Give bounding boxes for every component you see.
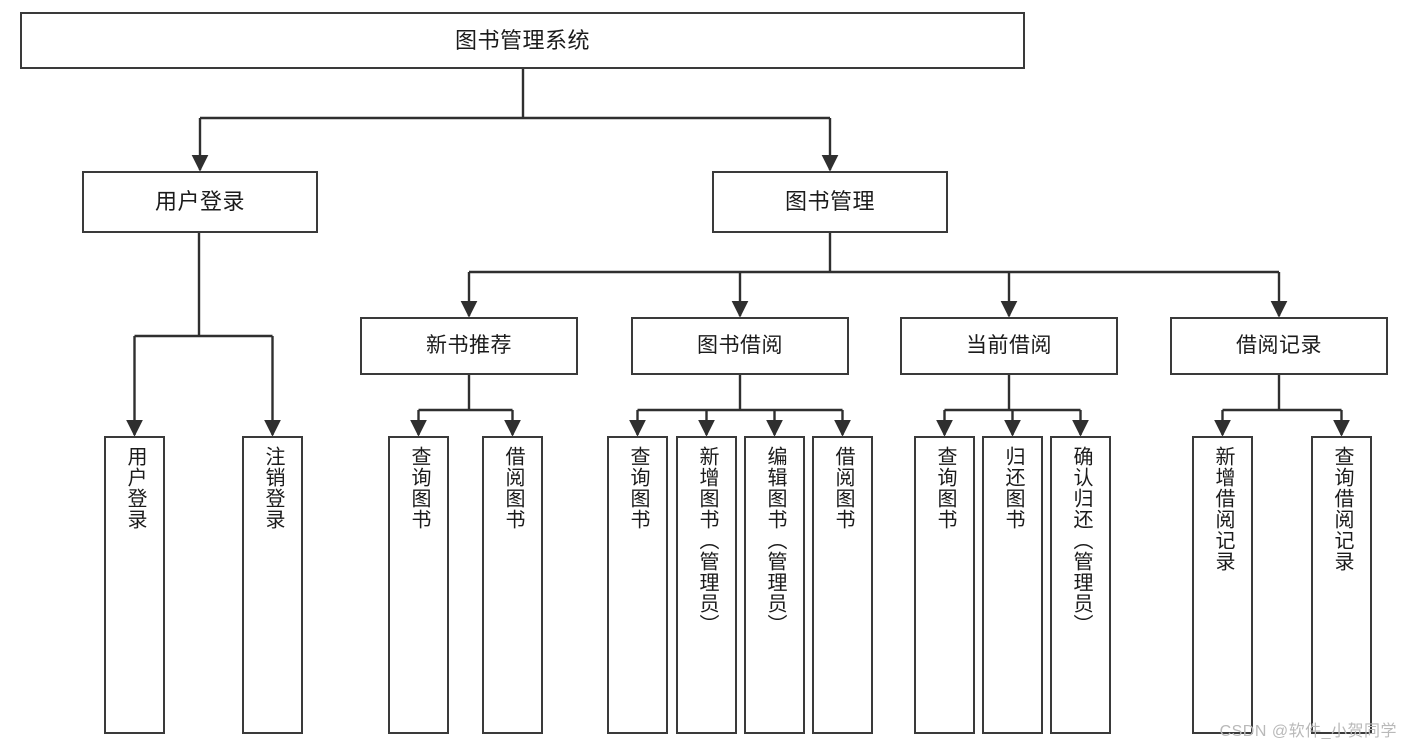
node-user-login[interactable]: 用户登录 — [82, 171, 318, 233]
node-label-leaf-logout: 注销登录 — [262, 446, 284, 530]
node-label-leaf-user-login: 用户登录 — [124, 446, 146, 530]
node-label-borrow-record: 借阅记录 — [1236, 333, 1322, 357]
node-label-leaf-cb-query: 查询图书 — [934, 446, 956, 530]
node-leaf-user-login[interactable]: 用户登录 — [104, 436, 165, 734]
node-label-leaf-rec-borrow: 借阅图书 — [502, 446, 524, 530]
node-label-leaf-br-add: 新增借阅记录 — [1212, 446, 1234, 572]
node-leaf-bb-add[interactable]: 新增图书（管理员） — [676, 436, 737, 734]
node-label-leaf-rec-query: 查询图书 — [408, 446, 430, 530]
node-label-leaf-cb-confirm: 确认归还（管理员） — [1070, 446, 1092, 635]
node-leaf-cb-query[interactable]: 查询图书 — [914, 436, 975, 734]
node-new-book-rec[interactable]: 新书推荐 — [360, 317, 578, 375]
node-leaf-bb-borrow[interactable]: 借阅图书 — [812, 436, 873, 734]
node-leaf-br-query[interactable]: 查询借阅记录 — [1311, 436, 1372, 734]
node-label-user-login: 用户登录 — [154, 189, 245, 215]
node-leaf-rec-query[interactable]: 查询图书 — [388, 436, 449, 734]
node-root[interactable]: 图书管理系统 — [20, 12, 1025, 69]
node-book-manage[interactable]: 图书管理 — [712, 171, 948, 233]
node-leaf-bb-edit[interactable]: 编辑图书（管理员） — [744, 436, 805, 734]
node-label-leaf-bb-query: 查询图书 — [627, 446, 649, 530]
node-label-leaf-bb-edit: 编辑图书（管理员） — [764, 446, 786, 635]
node-label-book-manage: 图书管理 — [784, 189, 875, 215]
node-label-leaf-br-query: 查询借阅记录 — [1331, 446, 1353, 572]
node-leaf-logout[interactable]: 注销登录 — [242, 436, 303, 734]
node-leaf-br-add[interactable]: 新增借阅记录 — [1192, 436, 1253, 734]
node-label-leaf-bb-borrow: 借阅图书 — [832, 446, 854, 530]
node-leaf-rec-borrow[interactable]: 借阅图书 — [482, 436, 543, 734]
node-borrow-record[interactable]: 借阅记录 — [1170, 317, 1388, 375]
node-book-borrow[interactable]: 图书借阅 — [631, 317, 849, 375]
node-label-current-borrow: 当前借阅 — [966, 333, 1052, 357]
node-label-book-borrow: 图书借阅 — [697, 333, 783, 357]
node-leaf-bb-query[interactable]: 查询图书 — [607, 436, 668, 734]
node-label-leaf-cb-return: 归还图书 — [1002, 446, 1024, 530]
node-label-new-book-rec: 新书推荐 — [426, 333, 512, 357]
node-leaf-cb-return[interactable]: 归还图书 — [982, 436, 1043, 734]
node-leaf-cb-confirm[interactable]: 确认归还（管理员） — [1050, 436, 1111, 734]
node-label-leaf-bb-add: 新增图书（管理员） — [696, 446, 718, 635]
node-current-borrow[interactable]: 当前借阅 — [900, 317, 1118, 375]
node-label-root: 图书管理系统 — [454, 27, 590, 53]
